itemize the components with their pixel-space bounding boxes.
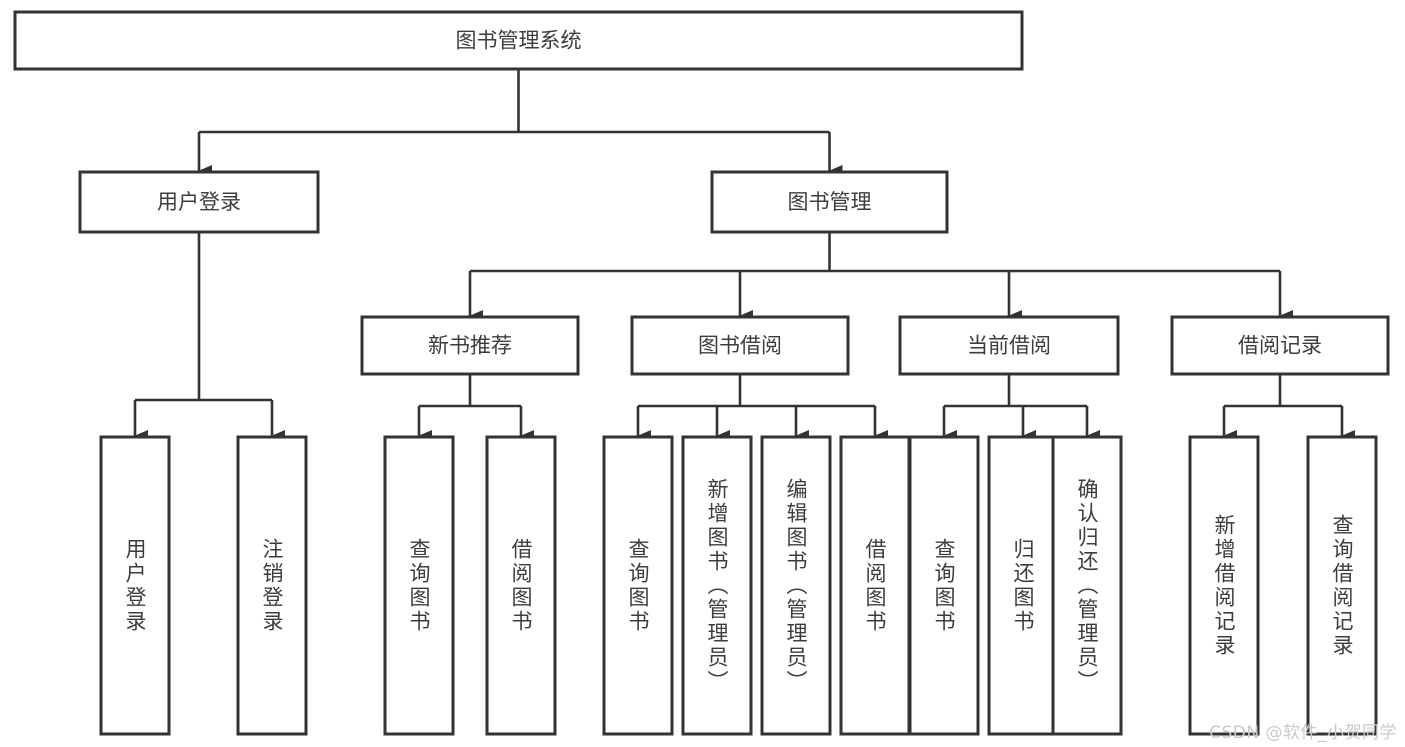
- leaf-box[interactable]: [908, 435, 980, 736]
- level3-label: 新书推荐: [428, 334, 512, 358]
- leaf-node[interactable]: [760, 435, 832, 736]
- level2-label: 用户登录: [157, 190, 241, 214]
- level3-box[interactable]: [360, 315, 580, 376]
- leaf-box[interactable]: [236, 435, 308, 736]
- leaf-box[interactable]: [602, 435, 674, 736]
- leaf-box[interactable]: [485, 435, 557, 736]
- leaf-node[interactable]: [236, 435, 308, 736]
- level3-box[interactable]: [1170, 315, 1390, 376]
- leaf-box[interactable]: [383, 435, 455, 736]
- leaf-box[interactable]: [1188, 435, 1260, 736]
- leaf-node[interactable]: [602, 435, 674, 736]
- level3-label: 当前借阅: [967, 334, 1051, 358]
- leaf-node[interactable]: [908, 435, 980, 736]
- leaf-node[interactable]: [1188, 435, 1260, 736]
- leaf-box[interactable]: [681, 435, 753, 736]
- root-box[interactable]: [13, 10, 1024, 71]
- level2-node[interactable]: 图书管理: [710, 170, 949, 234]
- level3-label: 图书借阅: [698, 334, 782, 358]
- leaf-box[interactable]: [760, 435, 832, 736]
- level2-label: 图书管理: [788, 190, 872, 214]
- level2-box[interactable]: [78, 170, 320, 234]
- level3-box[interactable]: [898, 315, 1120, 376]
- connector-layer: [133, 69, 1355, 442]
- leaf-node[interactable]: [1051, 435, 1123, 736]
- leaf-box[interactable]: [1051, 435, 1123, 736]
- leaf-box[interactable]: [99, 435, 171, 736]
- root-node[interactable]: 图书管理系统: [13, 10, 1024, 71]
- leaf-node[interactable]: [1306, 435, 1378, 736]
- level3-node[interactable]: 借阅记录: [1170, 315, 1390, 376]
- level3-node[interactable]: 新书推荐: [360, 315, 580, 376]
- leaf-node[interactable]: [681, 435, 753, 736]
- leaf-node[interactable]: [383, 435, 455, 736]
- leaf-box[interactable]: [839, 435, 911, 736]
- level3-label: 借阅记录: [1238, 334, 1322, 358]
- leaf-node[interactable]: [99, 435, 171, 736]
- leaf-box[interactable]: [1306, 435, 1378, 736]
- level3-node[interactable]: 图书借阅: [630, 315, 850, 376]
- level2-box[interactable]: [710, 170, 949, 234]
- leaf-node[interactable]: [485, 435, 557, 736]
- leaf-node[interactable]: [839, 435, 911, 736]
- root-label: 图书管理系统: [456, 29, 582, 53]
- leaf-node[interactable]: [987, 435, 1059, 736]
- leaf-box[interactable]: [987, 435, 1059, 736]
- level2-node[interactable]: 用户登录: [78, 170, 320, 234]
- level3-node[interactable]: 当前借阅: [898, 315, 1120, 376]
- level3-box[interactable]: [630, 315, 850, 376]
